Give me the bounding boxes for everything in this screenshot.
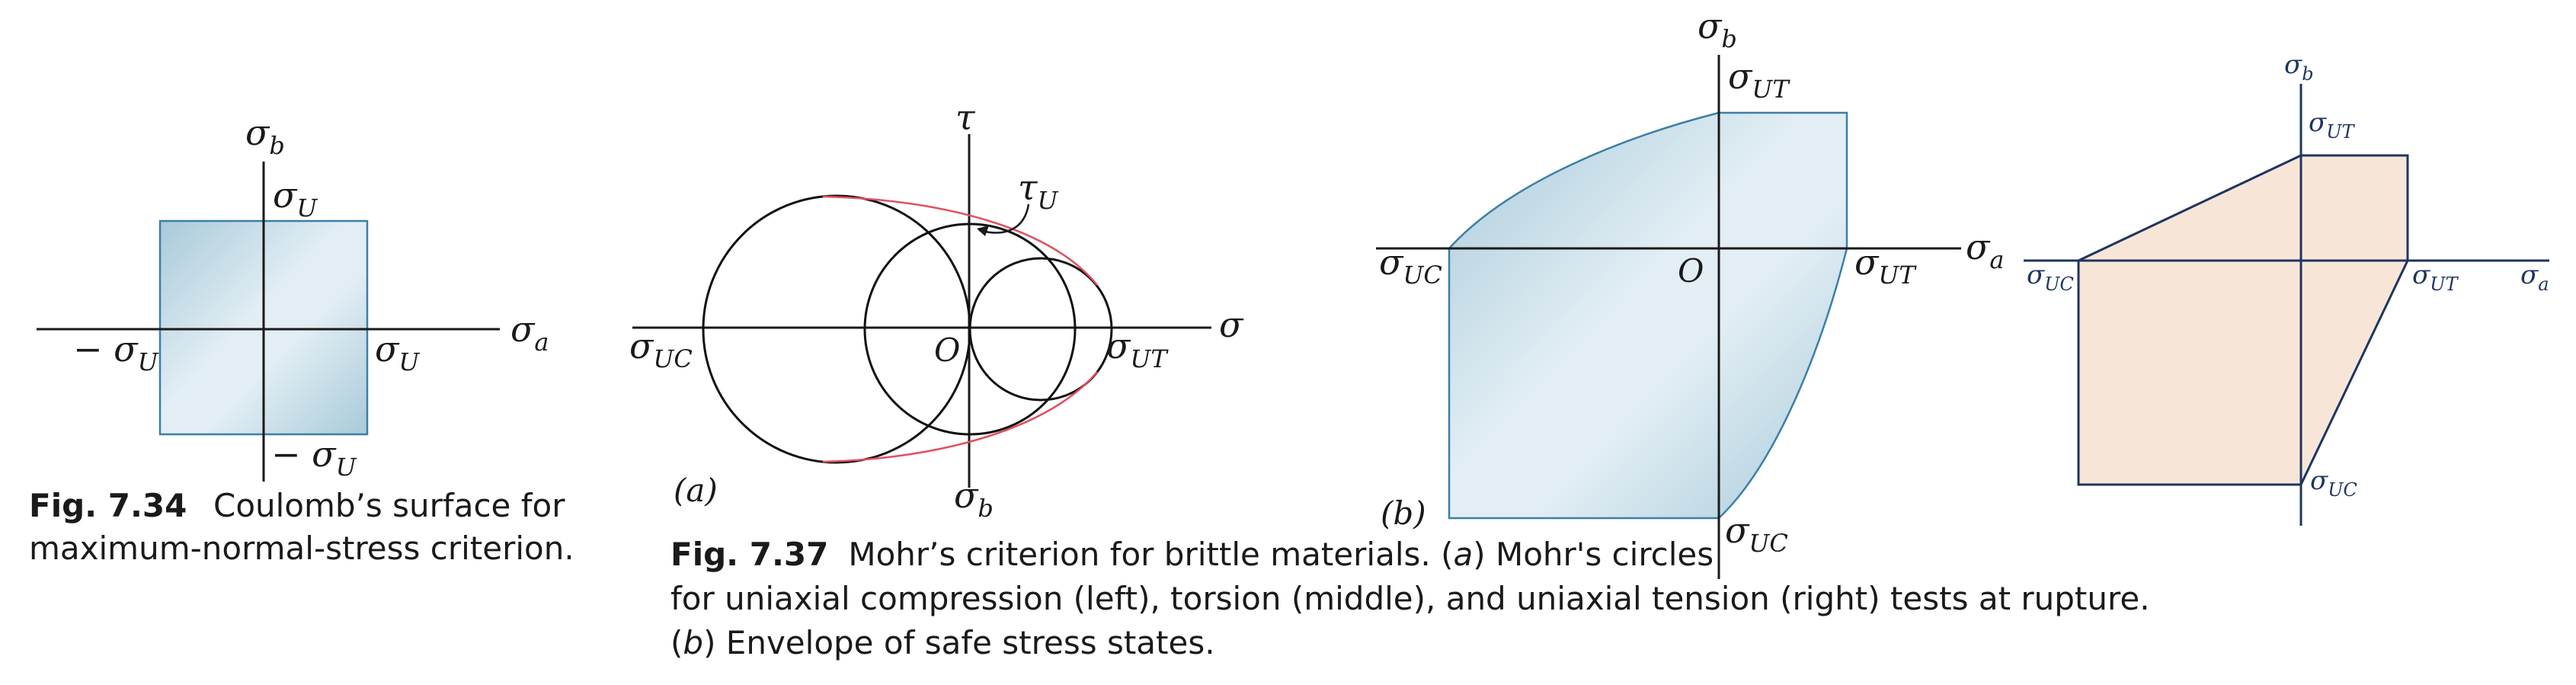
sigma-b-axis-label: σb	[2284, 50, 2314, 85]
panel-a-label: (a)	[674, 472, 718, 509]
mohr-envelope-top	[822, 195, 1098, 286]
sigma-uc-left-label: σUC	[1379, 242, 1442, 290]
sigma-ut-right-label: σUT	[1854, 242, 1917, 290]
sigma-a-axis-label: σa	[510, 309, 549, 357]
panel-b-label: (b)	[1381, 495, 1426, 532]
safe-region-hexagon	[2077, 154, 2409, 486]
fig-7-34-caption-line2: maximum-normal-stress criterion.	[29, 530, 574, 567]
sigma-a-axis-label: σa	[1966, 226, 2004, 274]
origin-label: O	[934, 331, 960, 369]
sigma-u-top-label: σU	[273, 174, 318, 222]
sigma-u-left-label: − σU	[73, 328, 159, 376]
mohr-envelope-bottom	[822, 371, 1098, 463]
uniaxial-tension-circle	[968, 257, 1113, 402]
origin-label: O	[1678, 252, 1704, 290]
sigma-b-label: σb	[954, 475, 994, 523]
sigma-ut-right-label: σUT	[2412, 260, 2459, 295]
fig-7-37-a: τ σ τU O σUC σUT σb (a)	[629, 97, 1244, 523]
tau-u-arrowhead	[977, 226, 989, 236]
sigma-uc-label: σUC	[629, 325, 693, 373]
sigma-uc-left-label: σUC	[2027, 260, 2074, 295]
uniaxial-compression-circle	[702, 194, 971, 464]
sigma-b-axis-label: σb	[245, 112, 285, 160]
sigma-b-axis-label: σb	[1698, 5, 1737, 53]
caption-line2: for uniaxial compression (left), torsion…	[670, 580, 2150, 617]
tau-u-label: τU	[1018, 167, 1058, 215]
caption-line3: (b) Envelope of safe stress states.	[670, 624, 1215, 661]
sigma-axis-label: σ	[1219, 304, 1244, 345]
torsion-circle	[863, 222, 1077, 436]
tau-axis-label: τ	[955, 97, 976, 138]
sigma-u-right-label: σU	[375, 328, 420, 376]
sigma-ut-top-label: σUT	[2309, 107, 2355, 142]
fig-7-37-b: σb σa σUT σUT σUC σUC O (b)	[1376, 5, 2004, 579]
fig-7-34-caption-number: Fig. 7.34	[29, 487, 187, 524]
sigma-ut-label: σUT	[1106, 325, 1169, 373]
sigma-u-bottom-label: − σU	[271, 434, 357, 482]
sigma-a-axis-label: σa	[2520, 260, 2549, 295]
sigma-uc-bottom-label: σUC	[2310, 466, 2357, 501]
fig-7-34-caption-line1: Coulomb’s surface for	[213, 487, 565, 524]
fig-right-hexagon: σb σa σUT σUT σUC σUC	[2024, 50, 2549, 526]
sigma-uc-bottom-label: σUC	[1725, 510, 1788, 558]
safe-stress-region	[1448, 111, 1848, 520]
fig-7-34: σb σa σU σU − σU − σU Fig. 7.34 Coulomb’…	[29, 112, 574, 567]
sigma-ut-top-label: σUT	[1728, 56, 1790, 104]
tau-u-pointer-arrow	[978, 203, 1030, 234]
